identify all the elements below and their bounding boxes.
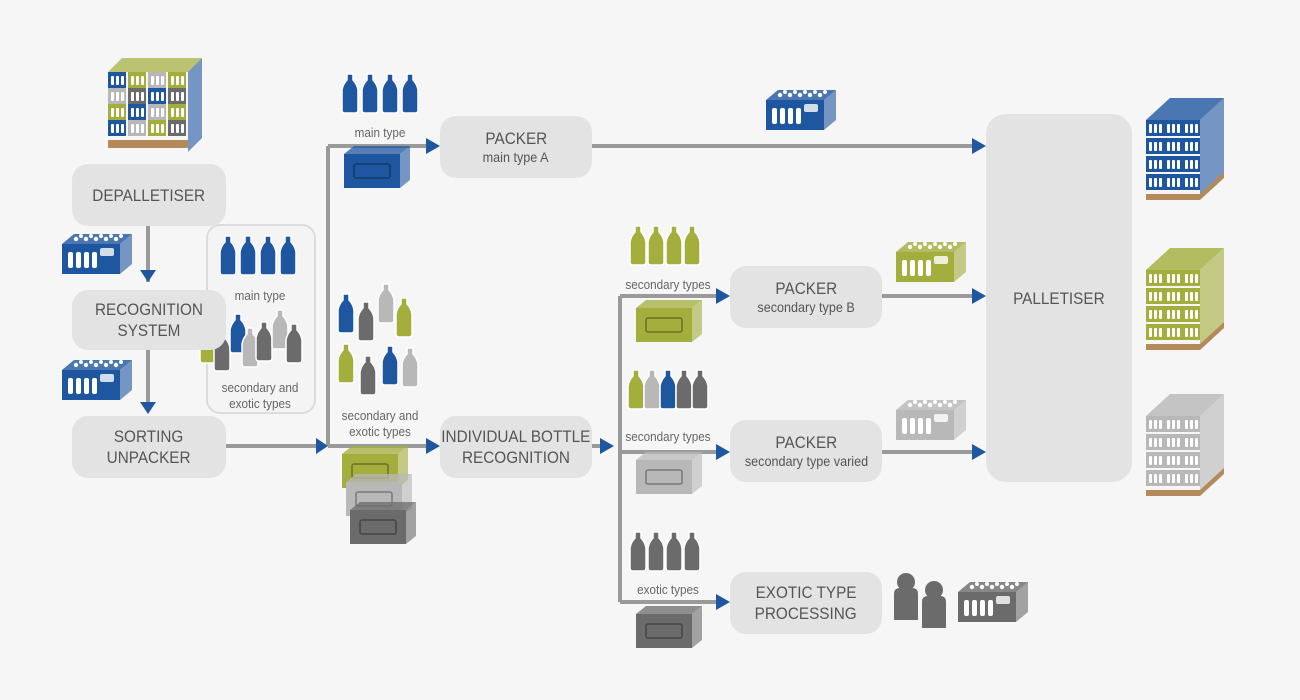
arrow-right-icon <box>716 594 730 610</box>
crate-with-bottles-icon <box>896 242 966 282</box>
crate-with-bottles-icon <box>896 400 966 440</box>
label-exotic-types: exotic types <box>637 582 699 597</box>
label-secondary-types-varied: secondary types <box>625 429 711 444</box>
arrow-right-icon <box>600 438 614 454</box>
node-palletiser: PALLETISER <box>986 114 1132 482</box>
crate-with-bottles-icon <box>62 360 132 400</box>
node-title-line2: PROCESSING <box>754 604 858 623</box>
label-branch-main-type: main type <box>354 125 406 140</box>
person-icon <box>922 581 946 628</box>
label-branch-secondary-line2: exotic types <box>349 424 411 439</box>
node-title: PACKER <box>775 433 837 452</box>
person-icon <box>894 573 918 620</box>
node-title-line1: EXOTIC TYPE <box>755 583 857 602</box>
arrow-right-icon <box>316 438 328 454</box>
node-title-line1: RECOGNITION <box>95 300 203 319</box>
node-subtitle: main type A <box>483 149 549 165</box>
arrow-right-icon <box>716 288 730 304</box>
node-title: PALLETISER <box>1013 288 1105 308</box>
node-packer-secondary-b: PACKER secondary type B <box>730 266 882 328</box>
arrow-right-icon <box>972 138 986 154</box>
empty-crate-icon <box>343 145 411 189</box>
node-individual-bottle-recognition: INDIVIDUAL BOTTLE RECOGNITION <box>440 416 592 478</box>
node-packer-main-type-a: PACKER main type A <box>440 116 592 178</box>
empty-crate-icon <box>635 451 703 495</box>
node-title: DEPALLETISER <box>92 185 206 205</box>
node-title-line1: SORTING <box>114 427 184 446</box>
flow-lines <box>146 144 976 604</box>
blue-pallet-stack-icon <box>1146 98 1224 200</box>
node-title-line2: SYSTEM <box>117 321 181 340</box>
mixed-pallet-stack-icon <box>108 58 202 152</box>
gray-pallet-stack-icon <box>1146 394 1224 496</box>
mixed-bottles-icon <box>337 283 419 396</box>
main-type-bottles-icon <box>341 73 419 114</box>
label-group-main-type: main type <box>234 288 286 303</box>
label-group-secondary-line2: exotic types <box>229 396 291 411</box>
node-title-line2: UNPACKER <box>107 448 191 467</box>
node-sorting-unpacker: SORTING UNPACKER <box>72 416 226 478</box>
secondary-varied-bottles-icon <box>627 369 709 410</box>
arrow-right-icon <box>972 288 986 304</box>
node-exotic-type-processing: EXOTIC TYPE PROCESSING <box>730 572 882 634</box>
node-depalletiser: DEPALLETISER <box>72 164 226 226</box>
empty-crate-icon <box>635 299 703 343</box>
secondary-bottles-icon <box>629 225 701 266</box>
arrow-right-icon <box>426 138 440 154</box>
node-title-line2: RECOGNITION <box>462 448 570 467</box>
node-recognition-system: RECOGNITION SYSTEM <box>72 290 226 350</box>
arrow-right-icon <box>972 444 986 460</box>
exotic-bottles-icon <box>629 531 701 572</box>
label-secondary-types-b: secondary types <box>625 277 711 292</box>
arrow-down-icon <box>140 402 156 414</box>
label-group-secondary-line1: secondary and <box>221 380 299 395</box>
node-subtitle: secondary type varied <box>744 453 868 469</box>
crate-with-bottles-icon <box>766 90 836 130</box>
empty-crate-icon <box>635 605 703 649</box>
node-packer-secondary-varied: PACKER secondary type varied <box>730 420 882 482</box>
node-title: PACKER <box>485 129 547 148</box>
node-title-line1: INDIVIDUAL BOTTLE <box>441 427 591 446</box>
arrow-right-icon <box>716 444 730 460</box>
node-title: PACKER <box>775 279 837 298</box>
crate-with-bottles-icon <box>62 234 132 274</box>
label-branch-secondary-line1: secondary and <box>341 408 419 423</box>
green-pallet-stack-icon <box>1146 248 1224 350</box>
arrow-right-icon <box>426 438 440 454</box>
arrow-down-icon <box>140 270 156 282</box>
crate-stack-icon <box>341 445 417 545</box>
crate-with-bottles-icon <box>958 582 1028 622</box>
arrowheads <box>140 138 986 610</box>
node-subtitle: secondary type B <box>757 299 855 315</box>
